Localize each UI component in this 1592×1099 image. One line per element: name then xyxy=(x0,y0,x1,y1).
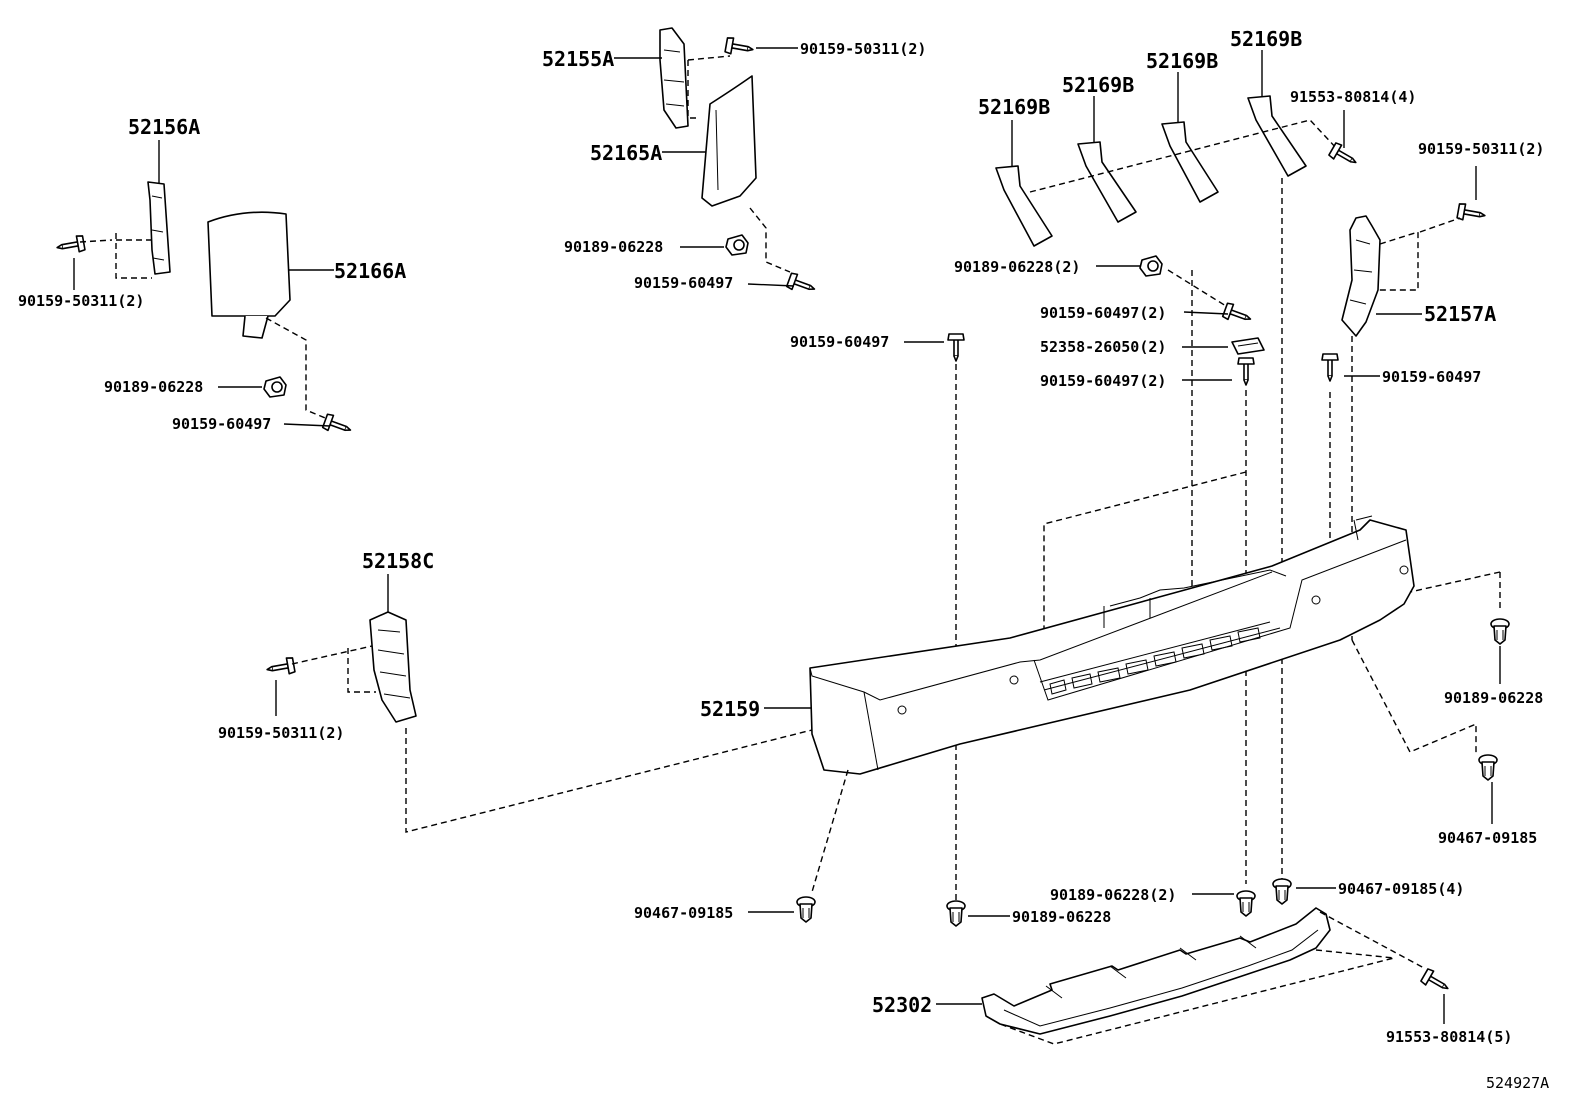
label-90189-06228-c: 90189-06228 xyxy=(1444,689,1543,707)
label-90159-50311-2-a: 90159-50311(2) xyxy=(18,292,144,310)
label-91553-80814-5: 91553-80814(5) xyxy=(1386,1028,1512,1046)
clip-icon xyxy=(796,896,816,923)
label-52169B-3: 52169B xyxy=(1146,49,1218,73)
label-52165A: 52165A xyxy=(590,141,662,165)
bolt-icon xyxy=(1419,967,1453,997)
label-90159-60497-b: 90159-60497 xyxy=(634,274,733,292)
label-90159-60497-2-b: 90159-60497(2) xyxy=(1040,372,1166,390)
label-52358-26050-2: 52358-26050(2) xyxy=(1040,338,1166,356)
bolt-icon xyxy=(947,333,965,362)
bolt-icon xyxy=(785,271,818,298)
bracket-52157A xyxy=(1341,215,1381,337)
step-plate-52302 xyxy=(981,907,1331,1035)
bolt-icon xyxy=(1456,202,1488,225)
nut-52358-26050 xyxy=(1231,337,1265,355)
bracket-52169B-4 xyxy=(1247,95,1307,177)
label-90467-09185-4: 90467-09185(4) xyxy=(1338,880,1464,898)
label-90159-60497-a: 90159-60497 xyxy=(172,415,271,433)
label-90189-06228-d: 90189-06228 xyxy=(1012,908,1111,926)
label-52169B-4: 52169B xyxy=(1230,27,1302,51)
clip-icon xyxy=(1236,890,1256,917)
clip-icon xyxy=(1272,878,1292,905)
push-clip-icon xyxy=(1139,255,1163,277)
label-52156A: 52156A xyxy=(128,115,200,139)
label-52166A: 52166A xyxy=(334,259,406,283)
bumper-52159 xyxy=(809,515,1415,775)
label-90467-09185-b: 90467-09185 xyxy=(1438,829,1537,847)
push-clip-icon xyxy=(263,376,287,398)
cover-52165A xyxy=(701,75,757,207)
bracket-52169B-3 xyxy=(1161,121,1219,203)
label-52155A: 52155A xyxy=(542,47,614,71)
label-90159-50311-2-c: 90159-50311(2) xyxy=(1418,140,1544,158)
bolt-icon xyxy=(724,36,756,59)
label-90189-06228-b: 90189-06228 xyxy=(564,238,663,256)
label-91553-80814-4: 91553-80814(4) xyxy=(1290,88,1416,106)
bracket-52156A xyxy=(147,181,171,275)
label-52157A: 52157A xyxy=(1424,302,1496,326)
label-90189-06228-2-b: 90189-06228(2) xyxy=(1050,886,1176,904)
cover-52166A xyxy=(207,211,291,339)
bracket-52169B-1 xyxy=(995,165,1053,247)
bracket-52169B-2 xyxy=(1077,141,1137,223)
label-52169B-2: 52169B xyxy=(1062,73,1134,97)
label-52169B-1: 52169B xyxy=(978,95,1050,119)
clip-icon xyxy=(1478,754,1498,781)
label-90159-60497-2-a: 90159-60497(2) xyxy=(1040,304,1166,322)
push-clip-icon xyxy=(725,234,749,256)
label-90189-06228-a: 90189-06228 xyxy=(104,378,203,396)
bolt-icon xyxy=(1321,353,1339,382)
label-52302: 52302 xyxy=(872,993,932,1017)
label-90159-50311-2-d: 90159-50311(2) xyxy=(218,724,344,742)
label-52159: 52159 xyxy=(700,697,760,721)
bolt-icon xyxy=(264,656,296,679)
label-90159-60497-d: 90159-60497 xyxy=(1382,368,1481,386)
label-90159-50311-2-b: 90159-50311(2) xyxy=(800,40,926,58)
bracket-52158C xyxy=(369,611,417,723)
clip-icon xyxy=(946,900,966,927)
bolt-icon xyxy=(1237,357,1255,386)
bracket-52155A xyxy=(659,27,689,129)
label-90467-09185-a: 90467-09185 xyxy=(634,904,733,922)
label-52158C: 52158C xyxy=(362,549,434,573)
label-90189-06228-2-a: 90189-06228(2) xyxy=(954,258,1080,276)
label-90159-60497-c: 90159-60497 xyxy=(790,333,889,351)
bolt-icon xyxy=(54,234,86,257)
clip-icon xyxy=(1490,618,1510,645)
diagram-id: 524927A xyxy=(1486,1074,1549,1092)
